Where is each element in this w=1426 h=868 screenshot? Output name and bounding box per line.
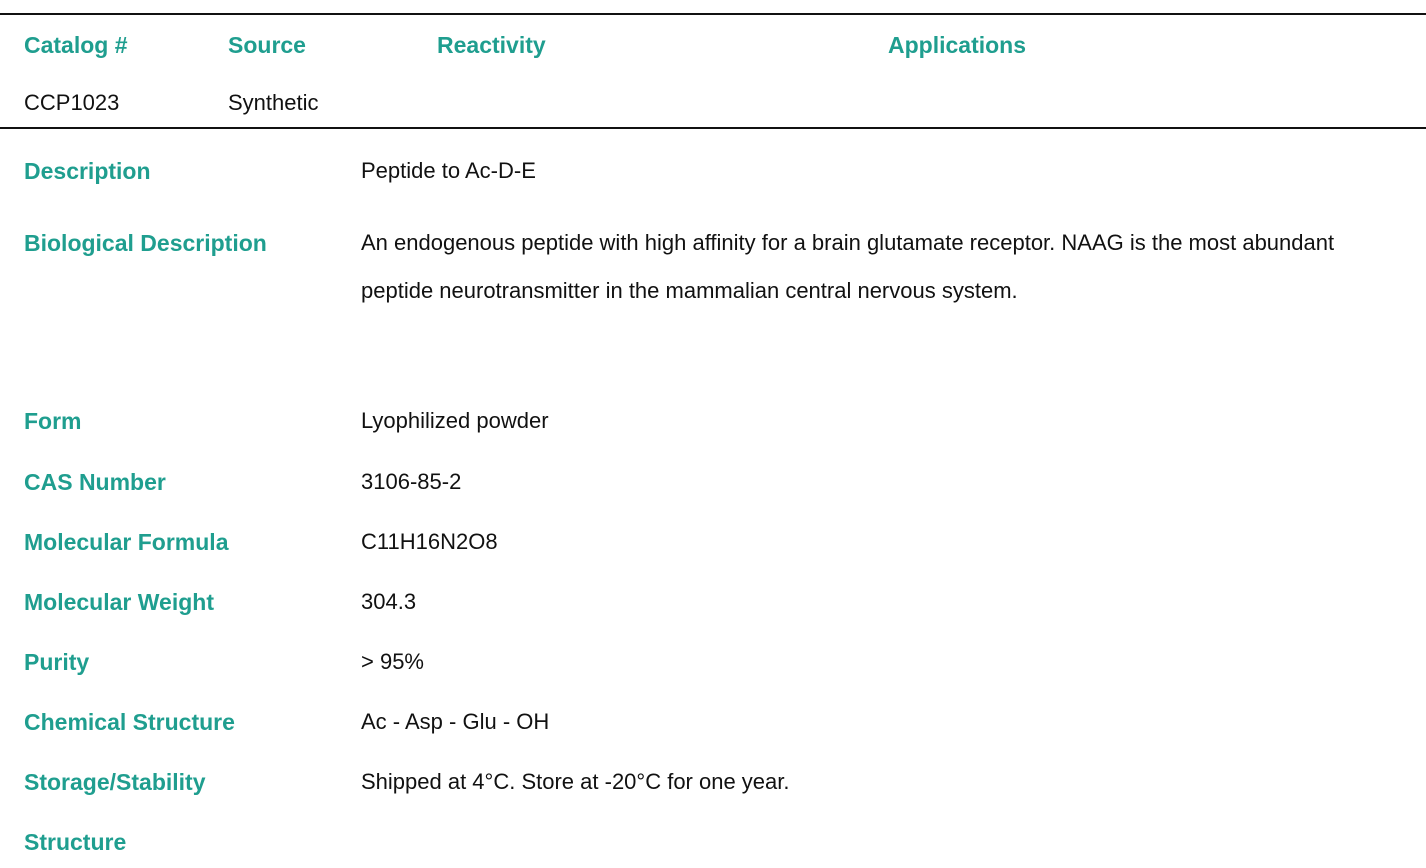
detail-value: 304.3 xyxy=(361,589,417,614)
detail-label: Form xyxy=(24,408,82,434)
detail-label: Storage/Stability xyxy=(24,769,206,795)
detail-value: > 95% xyxy=(361,649,424,674)
detail-value: Peptide to Ac-D-E xyxy=(361,158,536,183)
detail-label: CAS Number xyxy=(24,469,166,495)
detail-label: Structure xyxy=(24,829,127,855)
detail-label: Molecular Weight xyxy=(24,589,214,615)
top-rule xyxy=(0,13,1426,15)
detail-label: Chemical Structure xyxy=(24,709,235,735)
cell-source: Synthetic xyxy=(228,90,319,115)
detail-value: Shipped at 4°C. Store at -20°C for one y… xyxy=(361,769,790,794)
detail-label: Description xyxy=(24,158,151,184)
detail-value: Lyophilized powder xyxy=(361,408,549,433)
detail-label: Molecular Formula xyxy=(24,529,229,555)
header-catalog-number: Catalog # xyxy=(24,32,128,58)
detail-value: 3106-85-2 xyxy=(361,469,462,494)
cell-catalog-number: CCP1023 xyxy=(24,90,120,115)
detail-value: C11H16N2O8 xyxy=(361,529,498,554)
detail-label: Purity xyxy=(24,649,90,675)
middle-rule xyxy=(0,127,1426,129)
detail-value: Ac - Asp - Glu - OH xyxy=(361,709,550,734)
header-reactivity: Reactivity xyxy=(437,32,546,58)
detail-label: Biological Description xyxy=(24,230,267,256)
detail-value: An endogenous peptide with high affinity… xyxy=(361,230,1335,303)
header-applications: Applications xyxy=(888,32,1027,58)
header-source: Source xyxy=(228,32,306,58)
